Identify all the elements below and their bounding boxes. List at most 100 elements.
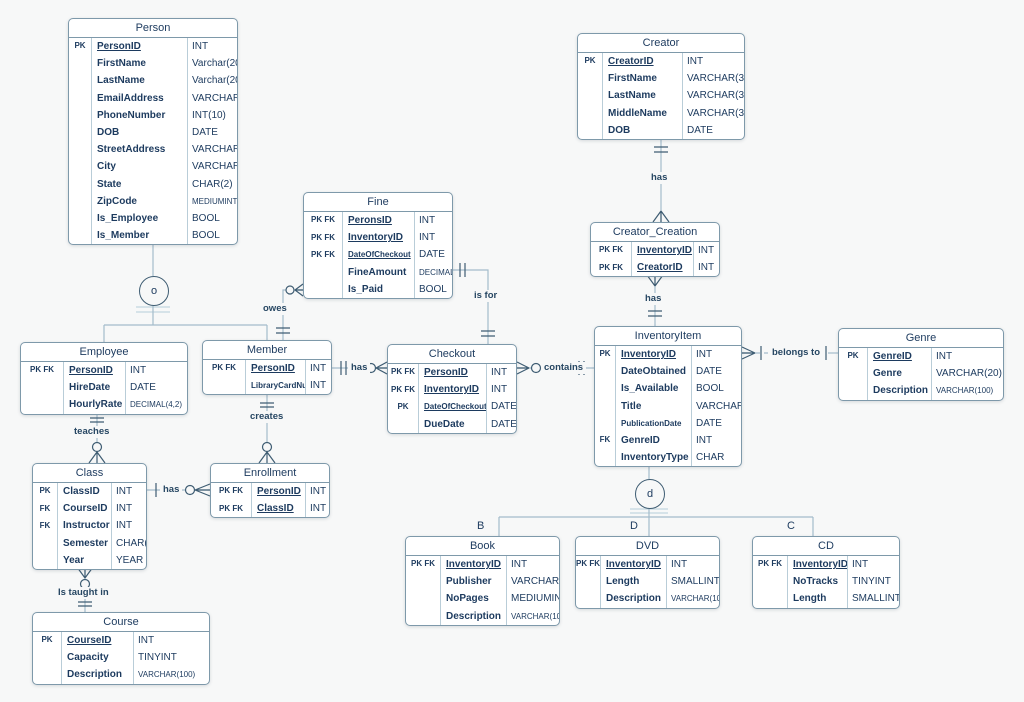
key-flag <box>69 55 91 72</box>
attribute-name: PhoneNumber <box>91 106 187 124</box>
attribute-type: BOOL <box>414 280 452 298</box>
attribute-name: Description <box>867 382 931 400</box>
attribute-name: PersonID <box>63 362 125 380</box>
rel-inventory-subtype-connector <box>498 465 814 536</box>
rel-label-is-taught-in: Is taught in <box>55 587 112 599</box>
key-flag: PK FK <box>599 245 623 255</box>
attribute-type: VARCHAR(30) <box>682 104 744 122</box>
key-flag <box>304 281 342 298</box>
attribute-type: DATE <box>414 246 452 264</box>
rel-label-creates: creates <box>247 411 287 423</box>
attribute-name: DOB <box>602 121 682 139</box>
attribute-name: NoTracks <box>787 573 847 591</box>
attribute-type: SMALLINT <box>847 590 899 608</box>
attribute-name: LibraryCardNum <box>245 377 305 395</box>
rel-label-belongs-to: belongs to <box>769 347 824 359</box>
key-flag <box>406 573 440 590</box>
attribute-name: FirstName <box>91 55 187 73</box>
attribute-name: ClassID <box>251 500 305 518</box>
key-flag <box>69 107 91 124</box>
key-flag <box>33 552 57 569</box>
key-flag <box>406 590 440 607</box>
entity-title: Book <box>406 537 559 556</box>
attribute-type: INT(10) <box>187 106 237 124</box>
attribute-name: GenreID <box>615 431 691 450</box>
entity-person[interactable]: PersonPKPersonIDINTFirstNameVarchar(20)L… <box>68 18 238 246</box>
attribute-name: DueDate <box>418 415 486 433</box>
attribute-name: PersonID <box>251 483 305 501</box>
key-flag <box>69 227 91 244</box>
subtype-disjoint-circle[interactable]: d <box>635 479 665 509</box>
attribute-type: BOOL <box>187 227 237 245</box>
attribute-type: INT <box>693 242 719 260</box>
attribute-name: ClassID <box>57 483 111 501</box>
entity-creator[interactable]: CreatorPKCreatorIDINTFirstNameVARCHAR(30… <box>577 33 745 140</box>
attribute-type: INT <box>691 431 741 450</box>
key-flag: PK FK <box>411 559 435 569</box>
attribute-type: VARCHAR(100) <box>133 666 209 684</box>
key-flag <box>753 573 787 590</box>
attribute-name: MiddleName <box>602 104 682 122</box>
key-flag: FK <box>39 520 51 530</box>
key-flag: PK <box>41 635 53 645</box>
attribute-type: Varchar(20) <box>187 55 237 73</box>
attribute-type: DATE <box>187 123 237 142</box>
attribute-type: TINYINT <box>847 573 899 591</box>
attribute-name: InventoryID <box>440 556 506 574</box>
attribute-name: Description <box>61 666 133 684</box>
key-flag <box>69 72 91 89</box>
attribute-type: DECIMAL(4,2) <box>125 396 187 414</box>
attribute-type: BOOL <box>691 380 741 398</box>
entity-title: Fine <box>304 193 452 212</box>
subtype-overlap-circle[interactable]: o <box>139 276 169 306</box>
attribute-row: StreetAddressVARCHAR(50) <box>69 141 237 159</box>
key-flag <box>69 90 91 107</box>
attribute-type: DATE <box>691 414 741 432</box>
key-flag: PK FK <box>219 503 243 513</box>
key-flag <box>21 396 63 413</box>
attribute-name: LastName <box>91 72 187 90</box>
attribute-name: PersonID <box>91 38 187 56</box>
attribute-type: VARCHAR(20) <box>931 365 1003 383</box>
attribute-name: HireDate <box>63 379 125 397</box>
attribute-name: InventoryID <box>418 381 486 399</box>
key-flag: PK <box>599 349 611 359</box>
attribute-type: VARCHAR(30) <box>506 573 559 591</box>
attribute-name: State <box>91 175 187 193</box>
